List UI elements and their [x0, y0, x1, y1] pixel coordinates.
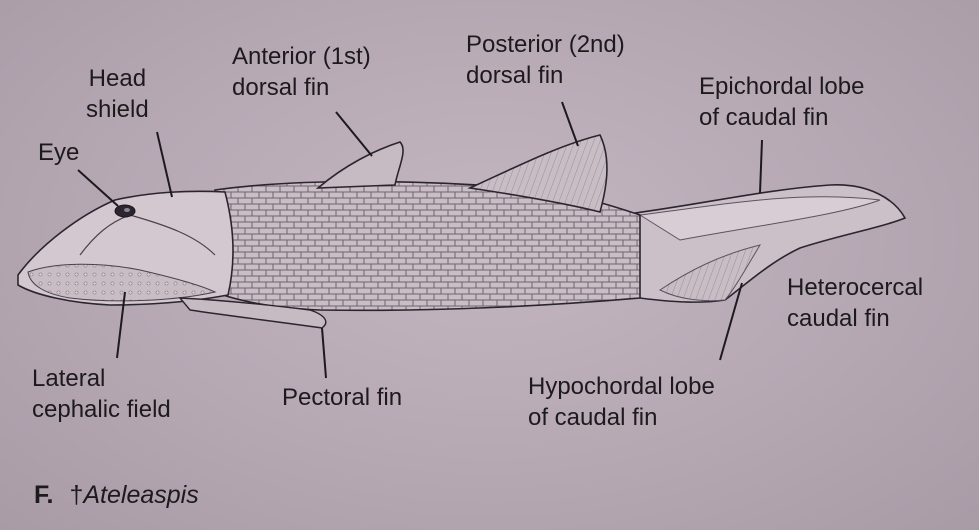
- posterior-dorsal-fin-leader: [562, 102, 578, 146]
- anterior-dorsal-fin-label: Anterior (1st) dorsal fin: [232, 41, 371, 103]
- anterior-dorsal-fin-shape: [318, 142, 403, 188]
- posterior-dorsal-fin-label: Posterior (2nd) dorsal fin: [466, 29, 625, 91]
- epichordal-lobe-label: Epichordal lobe of caudal fin: [699, 71, 864, 133]
- epichordal-lobe-leader: [760, 140, 762, 193]
- anterior-dorsal-fin-leader: [336, 112, 372, 156]
- head-shield-leader: [157, 132, 172, 197]
- pectoral-fin-leader: [322, 328, 326, 378]
- eye-leader: [78, 170, 118, 206]
- pectoral-fin-label: Pectoral fin: [282, 382, 402, 413]
- eye-label: Eye: [38, 137, 79, 168]
- caption-letter: F.: [34, 481, 53, 509]
- head-shield-label: Head shield: [86, 63, 149, 125]
- figure-caption: F. †Ateleaspis: [34, 480, 199, 510]
- lateral-cephalic-field-label: Lateral cephalic field: [32, 363, 171, 425]
- heterocercal-caudal-fin-label: Heterocercal caudal fin: [787, 272, 923, 334]
- caption-genus: Ateleaspis: [83, 481, 198, 509]
- caption-dagger: †: [69, 481, 83, 509]
- hypochordal-lobe-label: Hypochordal lobe of caudal fin: [528, 371, 715, 433]
